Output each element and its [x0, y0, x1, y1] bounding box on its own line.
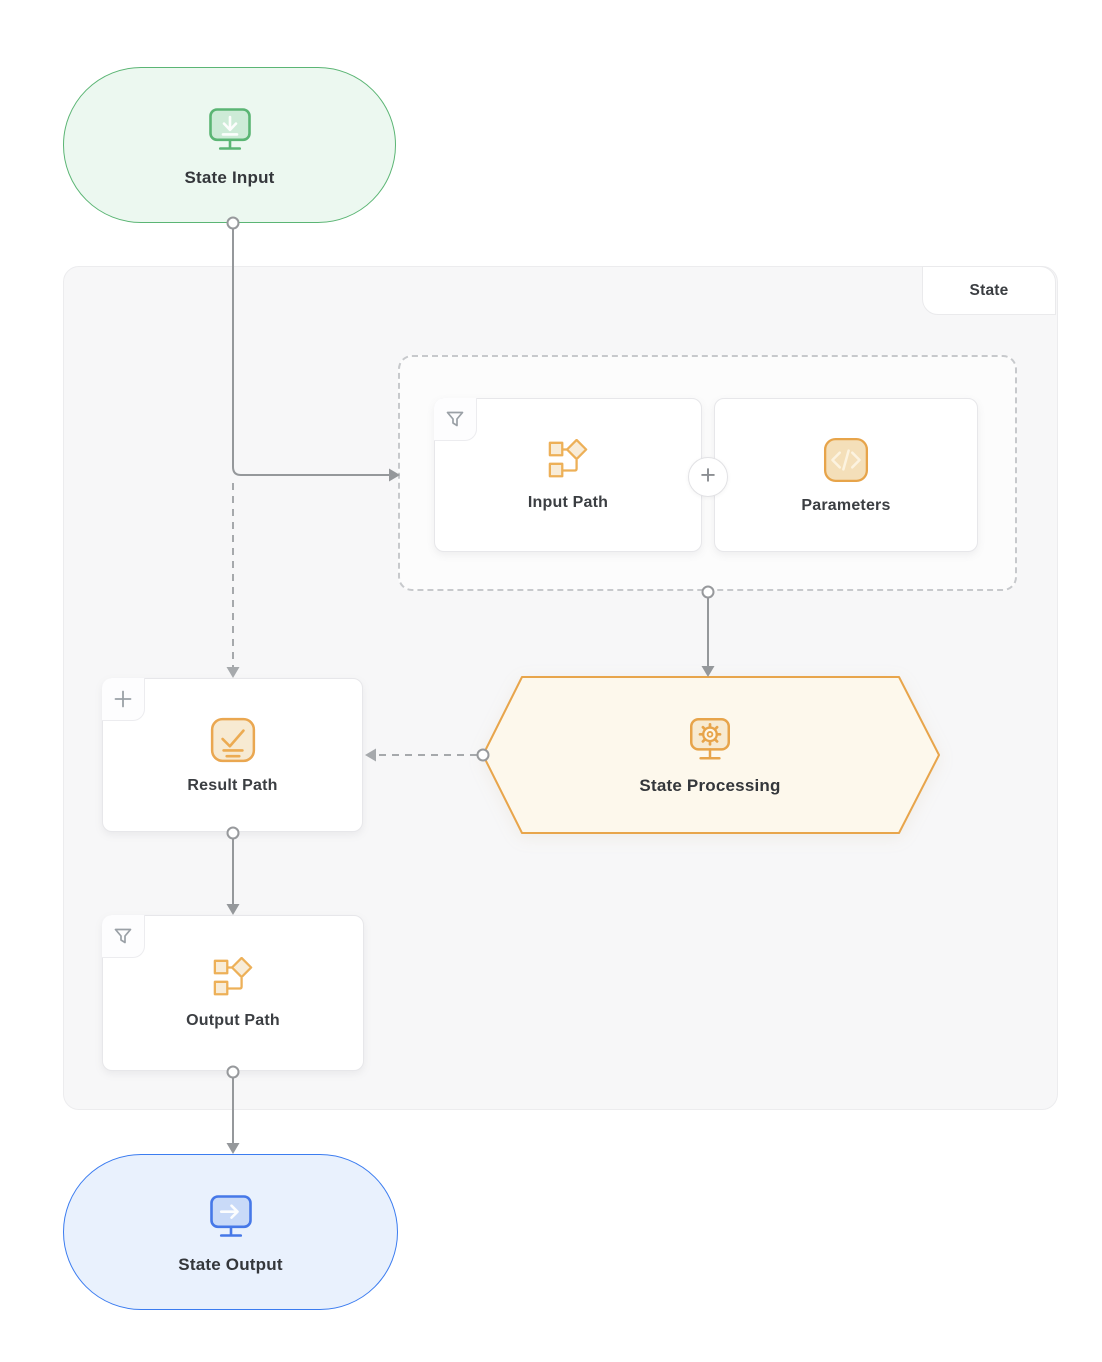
plus-icon: + [700, 460, 716, 490]
monitor-arrow-right-icon [209, 1194, 252, 1237]
filter-badge [434, 398, 477, 441]
parameters-card: Parameters [714, 398, 978, 552]
state-processing-label: State Processing [639, 776, 781, 795]
output-path-card: Output Path [102, 915, 364, 1071]
plus-connector: + [688, 457, 728, 497]
state-tab: State [922, 266, 1056, 315]
monitor-gear-icon [690, 717, 730, 760]
input-path-label: Input Path [527, 493, 609, 511]
state-tab-label: State [969, 281, 1009, 299]
tree-branch-icon [213, 956, 253, 995]
parameters-label: Parameters [801, 496, 891, 514]
result-path-label: Result Path [187, 776, 278, 794]
checklist-icon [210, 717, 255, 762]
tree-branch-icon [548, 438, 588, 477]
state-processing-content: State Processing [478, 677, 942, 833]
code-icon [823, 437, 869, 482]
input-path-card: Input Path [434, 398, 702, 552]
filter-icon [114, 928, 132, 944]
result-path-card: Result Path [102, 678, 363, 832]
plus-badge [102, 678, 145, 721]
arrowhead [226, 1143, 240, 1154]
state-input-label: State Input [184, 167, 275, 187]
filter-badge [102, 915, 145, 958]
output-path-label: Output Path [186, 1011, 280, 1029]
state-output-label: State Output [178, 1254, 283, 1274]
monitor-download-icon [208, 107, 251, 150]
state-input-node: State Input [63, 67, 396, 223]
filter-icon [446, 411, 464, 427]
plus-icon [114, 690, 132, 708]
state-output-node: State Output [63, 1154, 398, 1310]
